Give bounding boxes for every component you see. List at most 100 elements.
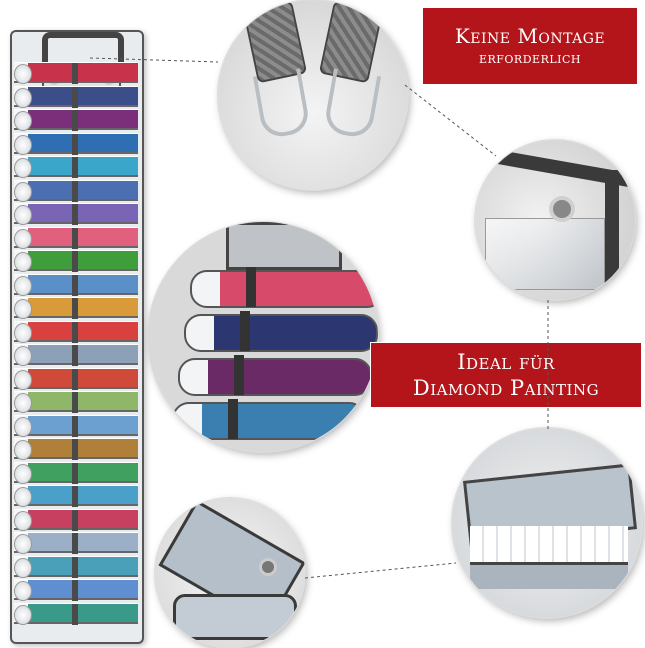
roll-row	[14, 438, 138, 460]
grommet-icon	[259, 558, 277, 576]
roll-row	[14, 391, 138, 413]
hanging-strap	[42, 32, 124, 78]
roll-end	[14, 581, 32, 601]
roll-row	[14, 508, 138, 531]
roll-row	[14, 62, 138, 84]
roll-row	[14, 156, 138, 178]
roll-end	[14, 322, 32, 343]
zoom-circle-inside-pockets	[452, 428, 642, 618]
hanging-organizer-image	[10, 30, 144, 644]
roll-strap	[72, 110, 78, 131]
roll-strap	[72, 462, 78, 484]
roll-strap	[240, 311, 250, 351]
roll-end	[14, 487, 32, 507]
roll-end	[14, 393, 32, 413]
roll-row	[14, 132, 138, 155]
roll-strap	[72, 580, 78, 601]
clear-pocket	[485, 218, 605, 290]
roll-row	[14, 414, 138, 437]
roll-end	[14, 181, 32, 202]
roll-end	[14, 205, 32, 225]
roll-strap	[72, 274, 78, 296]
hook-icon	[322, 68, 382, 140]
roll-row	[14, 273, 138, 296]
roll-strap	[246, 267, 256, 307]
roll-end	[14, 228, 32, 249]
roll-row	[14, 297, 138, 319]
roll-end	[14, 510, 32, 531]
roll-strap	[72, 533, 78, 554]
edge-binding	[605, 170, 619, 300]
banner-ideal-for-line1: Ideal für	[457, 349, 555, 374]
roll-end	[14, 64, 32, 84]
roll-row	[14, 250, 138, 272]
roll-strap	[72, 180, 78, 202]
roll-strap	[72, 486, 78, 507]
roll-end	[14, 346, 32, 366]
roll-row	[14, 555, 138, 578]
roll-end	[14, 534, 32, 554]
banner-no-mounting-line1: Keine Montage	[454, 23, 606, 48]
roll-strap	[72, 345, 78, 366]
roll-strap	[72, 227, 78, 249]
zoom-roll	[184, 314, 378, 352]
banner-no-mounting-line2: erforderlich	[478, 47, 582, 67]
roll-strap	[72, 298, 78, 319]
roll-end	[14, 134, 32, 155]
roll-strap	[228, 399, 238, 439]
roll-end	[14, 252, 32, 272]
roll-strap	[72, 204, 78, 225]
banner-no-mounting: Keine Montage erforderlich	[422, 7, 638, 85]
folded-layers	[173, 594, 297, 640]
roll-end	[14, 604, 32, 625]
roll-row	[14, 320, 138, 343]
roll-row	[14, 579, 138, 601]
roll-end	[14, 158, 32, 178]
roll-row	[14, 532, 138, 554]
roll-strap	[72, 321, 78, 343]
roll-row	[14, 344, 138, 366]
roll-strap	[72, 415, 78, 437]
stored-rolls	[470, 526, 628, 562]
zoom-roll	[172, 402, 366, 440]
roll-end	[14, 299, 32, 319]
roll-row	[14, 485, 138, 507]
banner-ideal-for: Ideal für Diamond Painting	[370, 342, 642, 408]
roll-strap	[72, 157, 78, 178]
roll-strap	[72, 133, 78, 155]
banner-ideal-for-line2: Diamond Painting	[412, 376, 600, 400]
roll-row	[14, 179, 138, 202]
grommet-icon	[549, 196, 575, 222]
leader-line	[404, 84, 497, 157]
roll-strap	[72, 368, 78, 390]
roll-row	[14, 226, 138, 249]
roll-end	[14, 275, 32, 296]
zoom-roll	[178, 358, 372, 396]
zoom-circle-folded	[155, 498, 305, 648]
roll-row	[14, 461, 138, 484]
zoom-circle-hooks	[218, 0, 408, 190]
roll-strap	[72, 509, 78, 531]
leader-line	[304, 562, 457, 579]
roll-strap	[72, 392, 78, 413]
roll-row	[14, 203, 138, 225]
roll-end	[14, 440, 32, 460]
top-pocket	[226, 222, 342, 270]
roll-row	[14, 602, 138, 625]
roll-end	[14, 557, 32, 578]
roll-strap	[72, 63, 78, 84]
roll-strap	[72, 251, 78, 272]
roll-strap	[72, 556, 78, 578]
roll-end	[14, 463, 32, 484]
pocket-base	[470, 562, 628, 589]
hook-icon	[252, 68, 312, 140]
zoom-circle-rolls	[148, 222, 378, 452]
zoom-roll	[190, 270, 378, 308]
roll-row	[14, 109, 138, 131]
roll-strap	[72, 439, 78, 460]
roll-strap	[72, 86, 78, 108]
roll-end	[14, 369, 32, 390]
roll-end	[14, 416, 32, 437]
roll-end	[14, 111, 32, 131]
